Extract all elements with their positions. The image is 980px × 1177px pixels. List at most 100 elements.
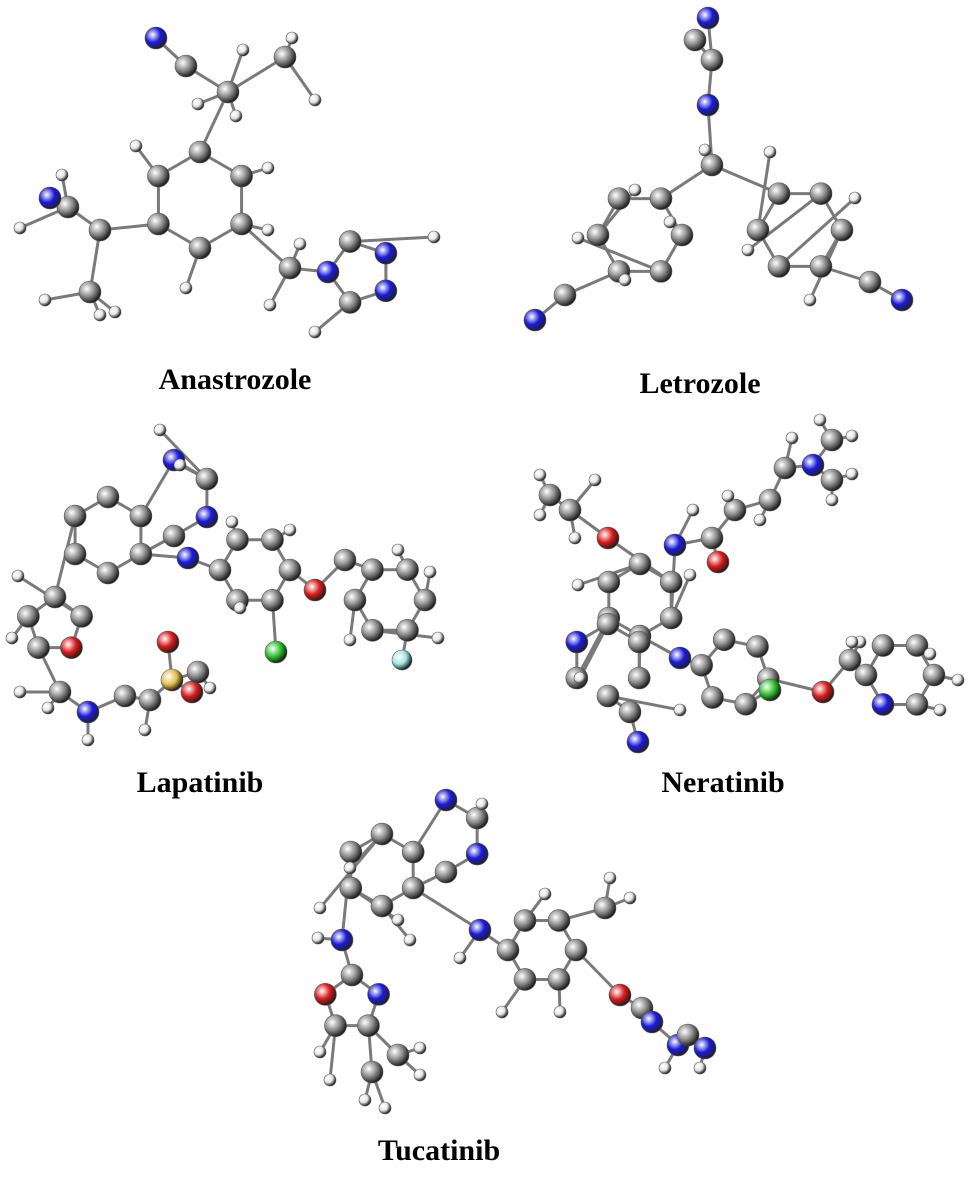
carbon-atom (333, 548, 357, 572)
carbon-atom (659, 606, 683, 630)
hydrogen-atom (568, 531, 582, 545)
carbon-atom (513, 909, 537, 932)
carbon-atom (63, 504, 87, 528)
carbon-atom (386, 1043, 410, 1067)
nitrogen-atom (374, 241, 398, 265)
hydrogen-atom (413, 1068, 427, 1082)
oxygen-atom (60, 636, 83, 659)
hydrogen-atom (698, 143, 712, 157)
hydrogen-atom (293, 237, 307, 251)
molecule-caption: Tucatinib (377, 1134, 501, 1167)
hydrogen-atom (721, 489, 735, 503)
nitrogen-atom (468, 918, 492, 942)
carbon-atom (370, 822, 394, 846)
hydrogen-atom (13, 221, 27, 235)
carbon-atom (195, 467, 219, 491)
carbon-atom (809, 255, 833, 278)
carbon-atom (113, 684, 137, 708)
carbon-atom (273, 45, 297, 69)
lapatinib-3d-structure (5, 423, 445, 747)
carbon-atom (396, 558, 419, 581)
carbon-atom (43, 585, 67, 609)
carbon-atom (56, 195, 80, 219)
hydrogen-atom (427, 230, 441, 244)
carbon-atom (767, 182, 791, 205)
carbon-atom (676, 1023, 700, 1047)
hydrogen-atom (951, 673, 965, 687)
carbon-atom (547, 968, 571, 991)
carbon-atom (188, 236, 212, 260)
oxygen-atom (706, 550, 730, 574)
hydrogen-atom (179, 281, 193, 295)
hydrogen-atom (693, 1061, 707, 1075)
carbon-atom (854, 663, 878, 687)
molecule-caption: Neratinib (661, 766, 785, 799)
hydrogen-atom (261, 161, 275, 175)
carbon-atom (226, 528, 249, 551)
carbon-atom (649, 187, 673, 210)
hydrogen-atom (431, 631, 445, 645)
carbon-atom (339, 840, 363, 864)
nitrogen-atom (38, 186, 62, 210)
hydrogen-atom (11, 569, 25, 583)
carbon-atom (401, 876, 425, 900)
carbon-atom (63, 542, 87, 566)
carbon-atom (553, 283, 577, 307)
hydrogen-atom (5, 631, 19, 645)
nitrogen-atom (801, 453, 825, 477)
carbon-atom (670, 223, 694, 247)
hydrogen-atom (588, 473, 602, 487)
nitrogen-atom (565, 630, 589, 654)
carbon-atom (340, 963, 364, 987)
molecule-caption: Lapatinib (136, 766, 264, 799)
hydrogen-atom (413, 1041, 427, 1055)
nitrogen-atom (890, 288, 914, 312)
carbon-atom (147, 212, 170, 236)
hydrogen-atom (741, 243, 755, 257)
carbon-atom (659, 570, 683, 594)
carbon-atom (360, 1060, 384, 1084)
carbon-atom (78, 280, 102, 304)
carbon-atom (27, 636, 50, 659)
hydrogen-atom (553, 1005, 567, 1019)
carbon-atom (809, 182, 833, 205)
hydrogen-atom (845, 467, 859, 481)
carbon-atom (147, 164, 170, 188)
carbon-atom (343, 588, 367, 612)
molecule-panel-letrozole: Letrozole (480, 0, 980, 410)
carbon-atom (370, 894, 394, 918)
carbon-atom (858, 270, 882, 294)
hydrogen-atom (475, 797, 489, 811)
hydrogen-atom (38, 293, 52, 307)
carbon-atom (138, 688, 162, 712)
hydrogen-atom (495, 1005, 509, 1019)
nitrogen-atom (374, 279, 398, 303)
hydrogen-atom (153, 423, 167, 437)
hydrogen-atom (108, 305, 122, 319)
oxygen-atom (303, 578, 327, 602)
hydrogen-atom (233, 601, 247, 615)
nitrogen-atom (523, 308, 547, 332)
nitrogen-atom (144, 26, 168, 50)
carbon-atom (70, 605, 93, 628)
oxygen-atom (314, 983, 337, 1006)
hydrogen-atom (533, 508, 547, 522)
carbon-atom (712, 628, 736, 652)
hydrogen-atom (686, 503, 700, 517)
nitrogen-atom (195, 505, 219, 529)
hydrogen-atom (403, 933, 417, 947)
oxygen-atom (156, 630, 180, 654)
bond (607, 694, 681, 712)
nitrogen-atom (663, 533, 687, 557)
hydrogen-atom (423, 565, 437, 579)
carbon-atom (838, 648, 862, 672)
hydrogen-atom (378, 1101, 392, 1115)
carbon-atom (129, 542, 153, 566)
hydrogen-atom (813, 413, 827, 427)
hydrogen-atom (191, 97, 205, 111)
carbon-atom (820, 468, 844, 492)
carbon-atom (871, 634, 895, 657)
molecule-panel-anastrozole: Anastrozole (0, 0, 470, 410)
hydrogen-atom (41, 701, 55, 715)
hydrogen-atom (533, 468, 547, 482)
